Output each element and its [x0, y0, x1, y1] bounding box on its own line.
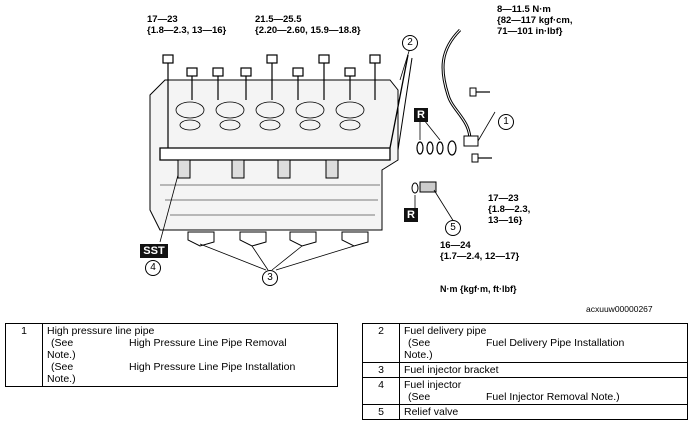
reuse-tag-o-rings: R: [414, 108, 428, 122]
part-number: 2: [362, 323, 400, 363]
note-tail: Note.): [404, 349, 433, 361]
fuel-injectors: [177, 159, 339, 179]
part-description: Fuel delivery pipe (See Fuel Delivery Pip…: [399, 323, 688, 363]
table-row: 2 Fuel delivery pipe (See Fuel Delivery P…: [362, 323, 688, 363]
mounting-bolts: [162, 54, 381, 150]
figure-code: acxuuw00000267: [586, 304, 653, 314]
part-name: High pressure line pipe: [47, 325, 155, 337]
see-label: (See: [51, 361, 74, 373]
table-row: 3 Fuel injector bracket: [362, 362, 688, 378]
see-label: (See: [408, 391, 431, 403]
part-description: Fuel injector (See Fuel Injector Removal …: [399, 377, 688, 405]
fuel-delivery-pipe: [159, 54, 409, 161]
torque-label-bracket-bolt: 17—23 {1.8—2.3, 13—16}: [488, 193, 531, 226]
note-tail: Note.): [47, 349, 76, 361]
callout-1: 1: [498, 114, 514, 130]
cam-bores: [175, 101, 365, 131]
part-number: 3: [362, 362, 400, 378]
part-name: Fuel delivery pipe: [404, 325, 487, 337]
part-name: Fuel injector: [404, 379, 462, 391]
part-number: 5: [362, 404, 400, 420]
callout-3: 3: [262, 270, 278, 286]
fuel-injector-brackets: [187, 231, 369, 247]
torque-label-top-left-bolt: 17—23 {1.8—2.3, 13—16}: [147, 14, 227, 36]
torque-label-relief-valve: 16—24 {1.7—2.4, 12—17}: [440, 240, 520, 262]
callout-5: 5: [445, 220, 461, 236]
reuse-tag-relief-valve: R: [404, 208, 418, 222]
units-note: N·m {kgf·m, ft·lbf}: [440, 284, 517, 294]
see-label: (See: [51, 337, 74, 349]
part-number: 4: [362, 377, 400, 405]
note-link[interactable]: High Pressure Line Pipe Removal: [129, 337, 287, 349]
exploded-view-diagram: [149, 28, 496, 271]
sst-tag: SST: [140, 244, 168, 258]
part-name: Relief valve: [399, 404, 688, 420]
torque-label-line-pipe: 8—11.5 N·m {82—117 kgf·cm, 71—101 in·lbf…: [497, 4, 573, 37]
table-row: 4 Fuel injector (See Fuel Injector Remova…: [362, 377, 688, 405]
relief-valve: [411, 181, 437, 194]
note-link[interactable]: Fuel Delivery Pipe Installation: [486, 337, 625, 349]
torque-label-head-bolts: 21.5—25.5 {2.20—2.60, 15.9—18.8}: [255, 14, 361, 36]
note-link[interactable]: Fuel Injector Removal Note.): [486, 391, 620, 403]
part-number: 1: [5, 323, 43, 387]
table-row: 5 Relief valve: [362, 404, 688, 420]
o-rings: [416, 140, 457, 156]
see-label: (See: [408, 337, 431, 349]
callout-4: 4: [145, 260, 161, 276]
note-tail: Note.): [47, 373, 76, 385]
note-link[interactable]: High Pressure Line Pipe Installation: [129, 361, 296, 373]
part-name: Fuel injector bracket: [399, 362, 688, 378]
callout-2: 2: [402, 35, 418, 51]
parts-table-right: 2 Fuel delivery pipe (See Fuel Delivery P…: [362, 323, 688, 420]
